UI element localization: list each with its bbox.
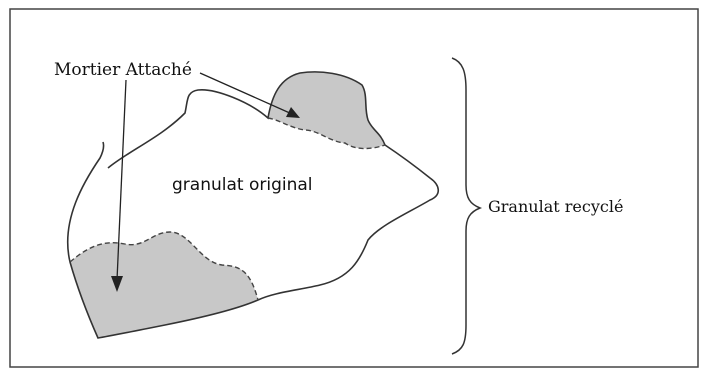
label-mortier-attache: Mortier Attaché bbox=[54, 60, 192, 80]
arrow-top-head bbox=[286, 107, 300, 118]
outer-border bbox=[9, 8, 699, 368]
label-granulat-original: granulat original bbox=[172, 175, 313, 195]
arrow-top-shaft bbox=[199, 72, 293, 115]
curly-brace bbox=[451, 57, 483, 355]
boundary-dashed-top bbox=[267, 117, 386, 150]
arrow-bottom-head bbox=[111, 276, 123, 292]
arrow-bottom-shaft bbox=[116, 79, 127, 281]
aggregate-outline bbox=[66, 71, 440, 339]
boundary-dashed-bottom bbox=[69, 231, 259, 301]
mortar-patch-bottom bbox=[70, 232, 258, 338]
label-granulat-recycle: Granulat recyclé bbox=[488, 197, 624, 216]
mortar-patch-top bbox=[268, 71, 385, 149]
